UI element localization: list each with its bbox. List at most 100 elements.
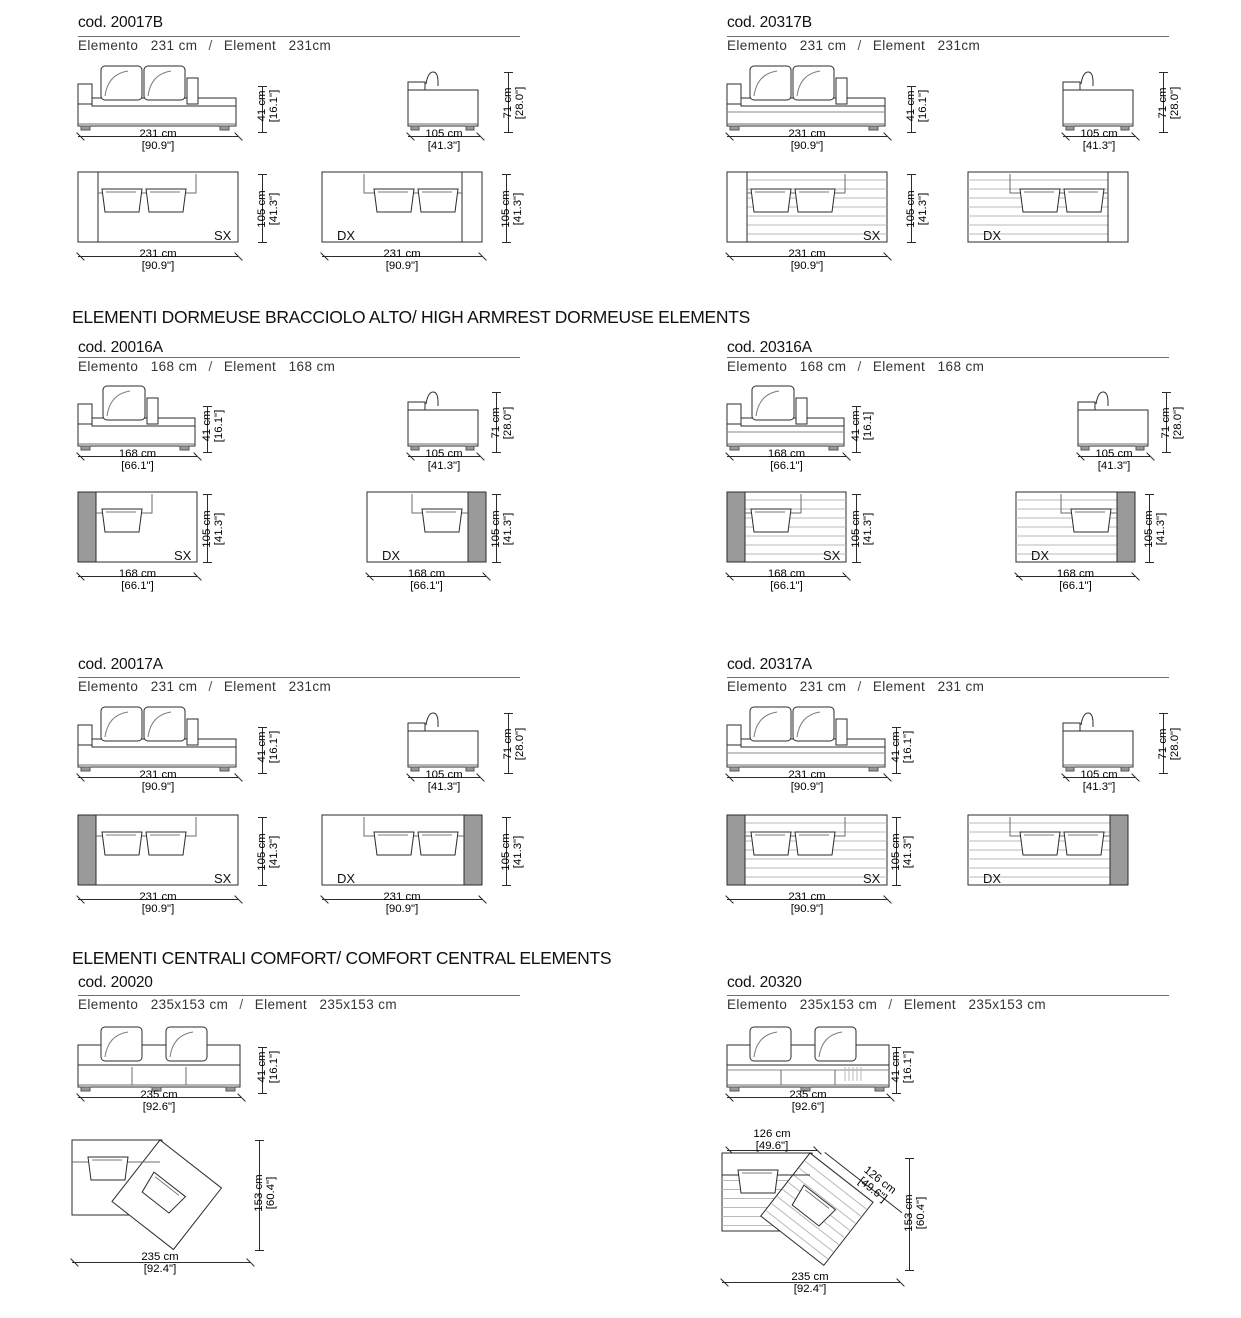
dim-tick	[258, 132, 267, 133]
dim-tick	[892, 817, 901, 818]
plan-width-dim-sx-20317A: 231 cm [90.9"]	[788, 891, 826, 916]
dim-tick	[203, 562, 212, 563]
dim-line	[367, 576, 486, 577]
hand-label-sx-20317B: SX	[863, 228, 881, 243]
plan-depth-dim-20020: 153 cm [60.4"]	[253, 1174, 278, 1212]
caption-separator: /	[857, 38, 862, 53]
code-rule	[727, 357, 1169, 358]
plan-depth-dim-sx-20016A: 105 cm [41.3"]	[201, 510, 226, 548]
caption-separator: /	[208, 38, 213, 53]
caption-it-value: 235x153 cm	[150, 997, 229, 1012]
front-height-dim-20017B: 41 cm [16.1"]	[256, 89, 281, 123]
element-caption: Elemento 231 cm / Element 231cm	[78, 38, 331, 53]
plan-depth-dim-sx-20317A: 105 cm [41.3"]	[890, 833, 915, 871]
plan-width-dim-sx-20317B: 231 cm [90.9"]	[788, 248, 826, 273]
dim-line	[78, 136, 238, 137]
element-caption: Elemento 231 cm / Element 231cm	[727, 38, 980, 53]
dim-line	[727, 1150, 817, 1151]
dim-tick	[502, 817, 511, 818]
dim-tick	[258, 174, 267, 175]
dim-tick	[892, 773, 901, 774]
dim-tick	[502, 242, 511, 243]
front-elevation-20317A	[726, 703, 899, 773]
code-rule	[78, 677, 520, 678]
plan-view-sx-20016A	[77, 491, 208, 564]
code-rule	[727, 36, 1169, 37]
code-label-20320: cod. 20320	[727, 974, 802, 991]
code-rule	[727, 677, 1169, 678]
side-height-dim-20017B: 71 cm [28.0"]	[502, 86, 527, 120]
dim-tick	[1162, 452, 1171, 453]
dim-line	[262, 174, 263, 242]
dim-tick	[258, 1093, 267, 1094]
dim-tick	[1159, 773, 1168, 774]
side-height-dim-20316A: 71 cm [28.0"]	[1160, 406, 1185, 440]
front-width-dim-20317B: 231 cm [90.9"]	[788, 128, 826, 153]
side-elevation-20016A	[407, 382, 488, 452]
plan-width-dim-sx-20017A: 231 cm [90.9"]	[139, 891, 177, 916]
dim-line	[727, 136, 887, 137]
dim-tick	[504, 773, 513, 774]
dim-line	[508, 72, 509, 132]
plan-view-dx-20317A	[967, 814, 1140, 887]
element-caption: Elemento 231 cm / Element 231cm	[78, 679, 331, 694]
element-caption: Elemento 235x153 cm / Element 235x153 cm	[78, 997, 397, 1012]
caption-it-value: 231 cm	[150, 38, 198, 53]
dim-tick	[492, 562, 501, 563]
caption-en-value: 231cm	[288, 38, 332, 53]
dim-tick	[892, 1047, 901, 1048]
dim-line	[909, 1158, 910, 1270]
front-height-dim-20320: 41 cm [16.1"]	[890, 1050, 915, 1084]
plan-view-corner-20020	[71, 1135, 272, 1270]
dim-line	[262, 727, 263, 773]
dim-tick	[1159, 72, 1168, 73]
dim-line	[1078, 456, 1150, 457]
caption-it-label: Elemento	[727, 997, 788, 1012]
dim-tick	[258, 727, 267, 728]
caption-en-label: Element	[872, 359, 926, 374]
dim-tick	[1162, 392, 1171, 393]
side-elevation-20317B	[1062, 62, 1143, 132]
plan-view-corner-20320	[721, 1152, 922, 1293]
code-label-20316A: cod. 20316A	[727, 339, 812, 356]
plan-view-dx-20316A	[1015, 491, 1146, 564]
element-caption: Elemento 168 cm / Element 168 cm	[78, 359, 335, 374]
dim-tick	[492, 392, 501, 393]
plan-view-sx-20017A	[77, 814, 250, 887]
front-elevation-20016A	[77, 382, 208, 452]
plan-depth-dim-20320: 153 cm [60.4"]	[903, 1194, 928, 1232]
caption-en-label: Element	[223, 679, 277, 694]
front-elevation-20017A	[77, 703, 250, 773]
caption-en-value: 168 cm	[288, 359, 336, 374]
dim-tick	[258, 817, 267, 818]
side-width-dim-20316A: 105 cm [41.3"]	[1095, 448, 1133, 473]
caption-it-value: 168 cm	[799, 359, 847, 374]
dim-tick	[892, 727, 901, 728]
dim-line	[727, 899, 887, 900]
dim-tick	[502, 174, 511, 175]
dim-tick	[258, 773, 267, 774]
dim-tick	[1159, 132, 1168, 133]
dim-tick	[258, 885, 267, 886]
caption-it-label: Elemento	[78, 38, 139, 53]
side-elevation-20017B	[407, 62, 488, 132]
code-label-20016A: cod. 20016A	[78, 339, 163, 356]
dim-line	[408, 136, 480, 137]
dim-tick	[203, 406, 212, 407]
caption-separator: /	[857, 359, 862, 374]
side-width-dim-20317B: 105 cm [41.3"]	[1080, 128, 1118, 153]
caption-separator: /	[857, 679, 862, 694]
front-width-dim-20016A: 168 cm [66.1"]	[118, 448, 157, 473]
hand-label-sx-20016A: SX	[174, 548, 192, 563]
front-height-dim-20316A: 41 cm [16.1]	[850, 410, 875, 442]
plan-width-dim-sx-20017B: 231 cm [90.9"]	[139, 248, 177, 273]
plan-depth-dim-dx-20017A: 105 cm [41.3"]	[500, 833, 525, 871]
caption-it-value: 168 cm	[150, 359, 198, 374]
element-caption: Elemento 231 cm / Element 231 cm	[727, 679, 984, 694]
hand-label-dx-20316A: DX	[1031, 548, 1050, 563]
side-height-dim-20017A: 71 cm [28.0"]	[502, 727, 527, 761]
dim-tick	[892, 885, 901, 886]
caption-en-label: Element	[872, 38, 926, 53]
dim-line	[207, 494, 208, 562]
dim-line	[506, 174, 507, 242]
